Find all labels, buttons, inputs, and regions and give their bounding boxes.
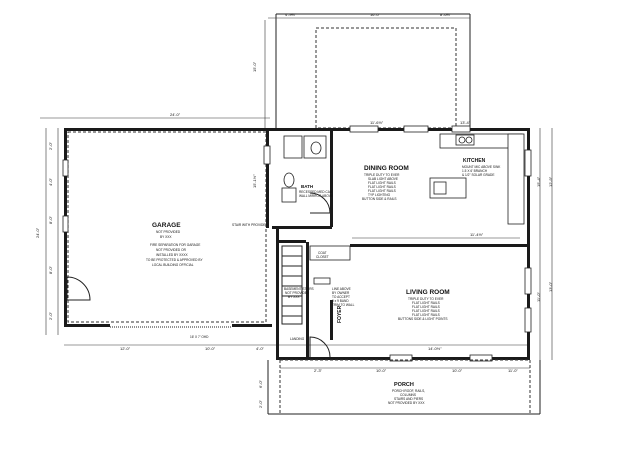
bath-note-1: RECESSED MED CAB [299,190,332,194]
kitchen-label: KITCHEN [463,158,486,164]
foyer-note-5: TRIM TO WALL [332,303,355,307]
kitchen-note-1: MOUNT MIC ABOVE SINK [462,165,501,169]
living-note-4: FLAT LIGHT RAILS [412,309,440,313]
dim-mid-left: 15'-1½" [252,174,257,188]
dim-top-a: 4'-9½" [285,12,297,17]
dim-upper-left: 15'-0" [252,61,257,72]
garage-note-1: NOT PROVIDED [156,230,181,234]
porch-note-3: STAIRS AND PIERS [394,397,423,401]
rear-extension [275,13,471,129]
dining-note-7: BUTTON SIDE & RAILS [362,197,396,201]
bath: BATH RECESSED MED CAB WALL MIRROR ABOVE [281,135,333,214]
dim-right-c: 11'-0" [536,292,541,302]
garage-fire-note-1: FIRE SEPARATION FOR GARAGE [150,243,200,247]
porch-note-1: PORCH ROOF, RAILS, [392,389,425,393]
garage-label: GARAGE [152,222,181,229]
foyer-note-1: LINE ABOVE [332,287,351,291]
porch-note-4: NOT PROVIDED BY XXX [388,401,425,405]
foyer: COAT CLOSET FOYER LINE ABOVE BY OWNER TO… [309,245,355,358]
foyer-note-4: 9 x 9 BAND [332,299,349,303]
dim-right-a: 15'-4" [536,176,541,187]
right-dimensions: 15'-4" 12'-9" 11'-0" 13'-0" [536,128,553,360]
living-label: LIVING ROOM [406,289,450,296]
stair-label: STAIR WITH PROVIDED [232,223,268,227]
dim-left-a: 2'-0" [48,141,53,150]
foyer-label: FOYER [337,305,343,323]
closet-label-2: CLOSET [316,255,329,259]
dim-left-g: 2'-0" [258,399,263,408]
basement-note-3: BY XXX [288,295,300,299]
dim-dining-top: 11'-6½" [370,120,384,125]
dining-note-2: SLAB LIGHT ABOVE [368,177,398,181]
dining-room: DINING ROOM TRIPLE DUTY TO EVER SLAB LIG… [362,120,471,201]
bath-label: BATH [301,184,313,189]
dining-label: DINING ROOM [364,165,409,172]
dining-note-4: FLAT LIGHT RAILS [368,185,396,189]
dim-right-d: 13'-0" [548,281,553,292]
dim-porch-b: 10'-0" [376,368,387,373]
stair: BASEMENT STAIRS NOT PROVIDED BY XXX LAND… [281,245,314,341]
bottom-dimensions: 12'-0" 10'-0" 4'-0" 14'-0½" [64,344,530,351]
garage: GARAGE NOT PROVIDED BY XXX FIRE SEPARATI… [62,128,272,339]
dim-top-c: 8'-6½" [440,12,452,17]
basement-note-2: NOT PROVIDED [285,291,310,295]
living-note-1: TRIPLE DUTY TO EVER [408,297,444,301]
living-note-6: BUTTONS SIDE & LIGHT POINTS [398,317,447,321]
bath-note-2: WALL MIRROR ABOVE [299,194,333,198]
garage-door-label: 16' X 7' OHD [190,335,209,339]
living-room: LIVING ROOM TRIPLE DUTY TO EVER FLAT LIG… [352,232,520,321]
dim-left-d: 8'-0" [48,265,53,274]
living-note-5: FLAT LIGHT RAILS [412,313,440,317]
garage-note-2: BY XXX [160,235,172,239]
garage-fire-note-4: TO BE PROTECTED & APPROVED BY [146,258,203,262]
dining-note-6: TYP LIGHTING [368,193,391,197]
dining-note-5: FLAT LIGHT RAILS [368,189,396,193]
garage-fire-note-5: LOCAL BUILDING OFFICIAL [152,263,194,267]
dining-note-1: TRIPLE DUTY TO EVER [364,173,400,177]
dim-porch-d: 11'-0" [508,368,518,373]
dim-bottom-d: 4'-0" [256,346,265,351]
dim-left-b: 4'-0" [48,177,53,186]
garage-dimensions: 24'-0" 24'-0" 2'-0" 4'-0" 8'-0" 8'-0" 2'… [35,112,270,335]
dim-garage-width: 24'-0" [170,112,181,117]
basement-note-1: BASEMENT STAIRS [284,287,314,291]
dim-right-b: 12'-9" [548,176,553,187]
dining-note-3: FLAT LIGHT RAILS [368,181,396,185]
dim-bottom-e: 14'-0½" [428,346,442,351]
dim-bottom-a: 12'-0" [120,346,131,351]
kitchen: KITCHEN MOUNT MIC ABOVE SINK 1.5 X 6' BR… [429,133,525,225]
dim-bottom-b: 10'-0" [205,346,216,351]
kitchen-note-2: 1.5 X 6' BRANCH [462,169,488,173]
dim-left-f: 6'-0" [258,379,263,388]
dim-left-span: 24'-0" [35,227,40,238]
house-walls [263,125,532,362]
dim-living-width: 11'-4½" [470,232,484,237]
dim-top-b: 16'-0" [370,12,381,17]
foyer-note-2: BY OWNER [332,291,350,295]
closet-label-1: COAT [318,251,327,255]
dim-left-c: 8'-0" [48,215,53,224]
foyer-note-3: TO ACCEPT [332,295,350,299]
porch: PORCH PORCH ROOF, RAILS, COLUMNS STAIRS … [258,359,541,415]
top-dimensions: 4'-9½" 16'-0" 8'-6½" 15'-0" [252,12,470,128]
landing-label: LANDING [290,337,305,341]
dim-porch-a: 2'-3" [314,368,323,373]
garage-fire-note-2: NOT PROVIDED OR [156,248,187,252]
porch-label: PORCH [394,382,414,388]
kitchen-note-3: & 1/2" SOLAR GRADE [462,173,495,177]
dim-kitchen-top: 13'-4" [460,120,471,125]
dim-porch-c: 10'-0" [452,368,463,373]
living-note-2: FLAT LIGHT RAILS [412,301,440,305]
dim-left-e: 2'-0" [48,311,53,320]
living-note-3: FLAT LIGHT RAILS [412,305,440,309]
garage-fire-note-3: INSTALLED BY XXXX [156,253,188,257]
porch-note-2: COLUMNS [400,393,416,397]
